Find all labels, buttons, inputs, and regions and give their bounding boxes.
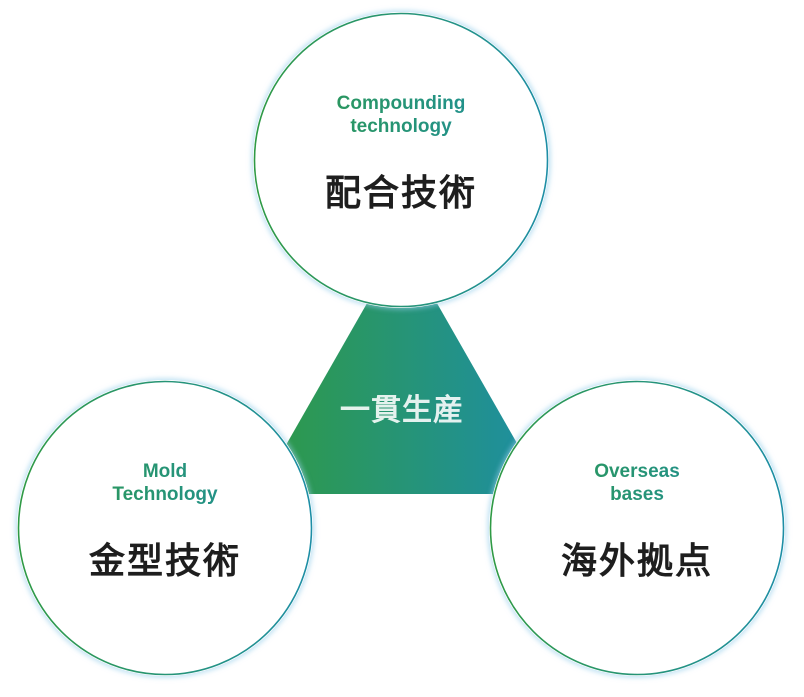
mold-technology-circle: Mold Technology 金型技術 (17, 380, 313, 676)
overseas-title-en: Overseas bases (489, 460, 785, 506)
overseas-title-en-line1: Overseas (594, 461, 680, 482)
compounding-title-jp: 配合技術 (324, 173, 477, 214)
compounding-title-en-line1: Compounding (336, 93, 466, 114)
overseas-title-jp: 海外拠点 (560, 541, 713, 582)
mold-title-en: Mold Technology (17, 460, 313, 506)
compounding-title-en-line2: technology (350, 116, 452, 137)
mold-title-en-line1: Mold (142, 461, 188, 482)
compounding-title-en: Compounding technology (253, 92, 549, 138)
overseas-bases-circle: Overseas bases 海外拠点 (489, 380, 785, 676)
center-label: 一貫生産 (340, 393, 464, 428)
overseas-title-en-line2: bases (610, 484, 664, 505)
mold-title-en-line2: Technology (112, 484, 218, 505)
compounding-technology-circle: Compounding technology 配合技術 (253, 12, 549, 308)
mold-title-jp: 金型技術 (88, 541, 241, 582)
